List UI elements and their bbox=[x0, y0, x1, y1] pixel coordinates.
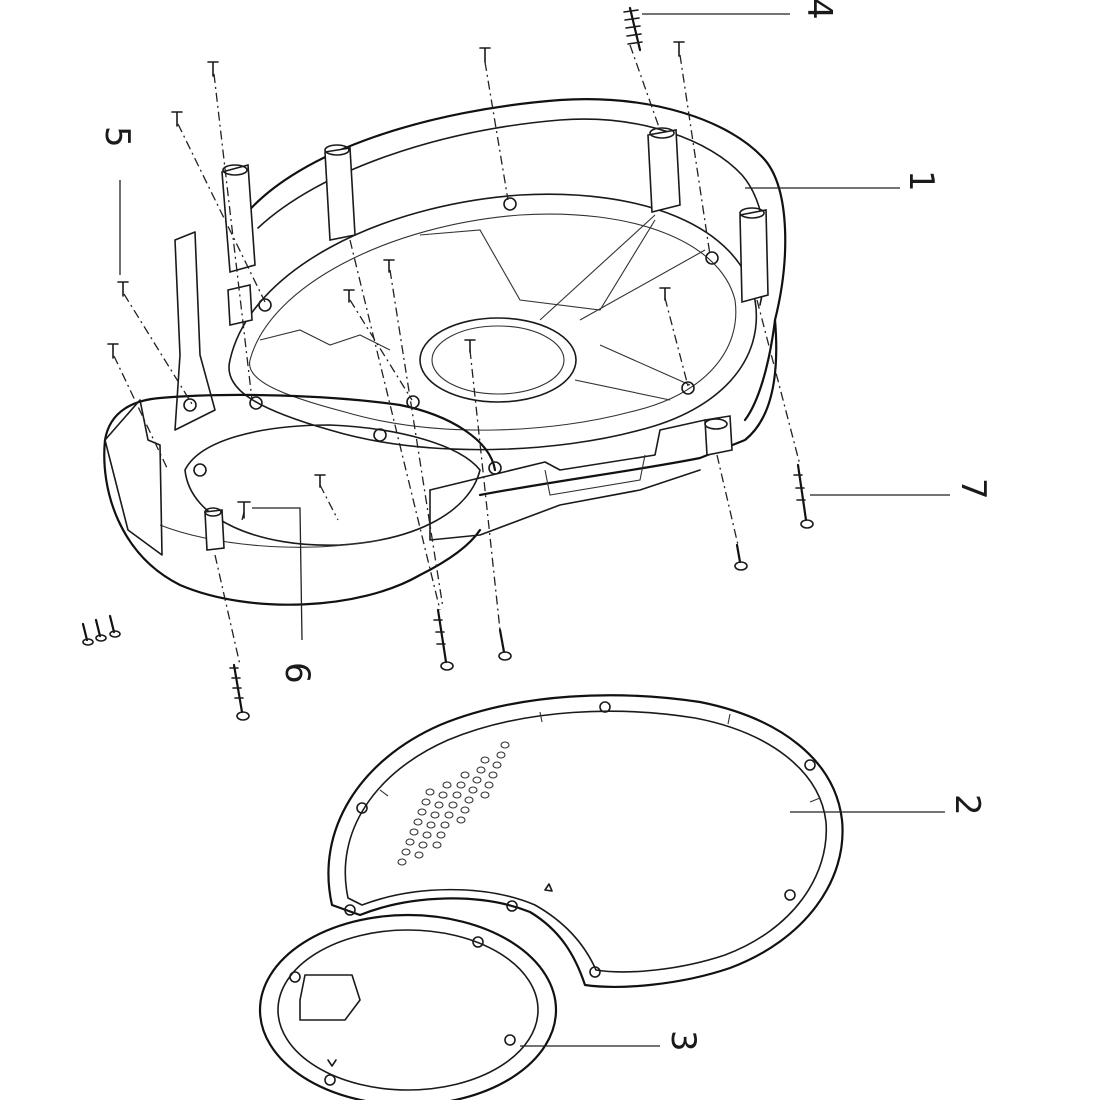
screw-mid-3 bbox=[464, 339, 501, 631]
grille-hole bbox=[397, 858, 407, 866]
screw-top-2 bbox=[673, 41, 711, 256]
grille-hole bbox=[436, 831, 446, 839]
grille-hole bbox=[432, 841, 442, 849]
grille-hole bbox=[496, 751, 506, 759]
grille-hole bbox=[472, 776, 482, 784]
grille-hole bbox=[460, 771, 470, 779]
callout-3: 3 bbox=[663, 1030, 703, 1052]
grille-hole bbox=[468, 786, 478, 794]
screw-bowl-2 bbox=[237, 501, 251, 521]
grille-hole bbox=[414, 851, 424, 859]
grille-hole bbox=[438, 791, 448, 799]
grille-hole bbox=[480, 756, 490, 764]
grille-hole bbox=[464, 796, 474, 804]
screw-top-4 bbox=[171, 111, 266, 303]
part-1-housing bbox=[103, 98, 787, 606]
grille-hole bbox=[405, 838, 415, 846]
callout-1: 1 bbox=[901, 170, 941, 192]
grille-hole bbox=[426, 821, 436, 829]
screw-long-right bbox=[793, 463, 814, 529]
grille-hole bbox=[500, 741, 510, 749]
grille-hole bbox=[418, 841, 428, 849]
spring-pin bbox=[623, 6, 643, 52]
grille-hole bbox=[417, 808, 427, 816]
grille-hole bbox=[444, 811, 454, 819]
grille-hole bbox=[480, 791, 490, 799]
grille-hole bbox=[492, 761, 502, 769]
screw-top-1 bbox=[479, 47, 509, 201]
leader-lines bbox=[119, 13, 950, 1047]
part-2-cover-plate bbox=[327, 694, 844, 988]
grille-hole bbox=[484, 781, 494, 789]
grille-holes bbox=[397, 741, 510, 866]
screw-mid-4 bbox=[659, 287, 689, 387]
screw-bowl-1 bbox=[314, 474, 339, 521]
screw-mid-1 bbox=[343, 289, 413, 401]
grille-hole bbox=[421, 798, 431, 806]
grille-hole bbox=[409, 828, 419, 836]
grille-hole bbox=[452, 791, 462, 799]
part-3-ring bbox=[258, 913, 558, 1100]
callout-4: 4 bbox=[799, 0, 839, 20]
grille-hole bbox=[401, 848, 411, 856]
screw-short-mid bbox=[498, 628, 512, 661]
screw-long-mid bbox=[433, 608, 454, 671]
grille-hole bbox=[442, 781, 452, 789]
callout-5: 5 bbox=[97, 126, 137, 148]
callout-2: 2 bbox=[947, 794, 987, 816]
grille-hole bbox=[413, 818, 423, 826]
grille-hole bbox=[434, 801, 444, 809]
grille-hole bbox=[456, 816, 466, 824]
callout-labels: 4 1 5 7 6 2 3 bbox=[97, 0, 993, 1052]
grille-hole bbox=[440, 821, 450, 829]
grille-hole bbox=[476, 766, 486, 774]
grille-hole bbox=[488, 771, 498, 779]
screws-and-centerlines bbox=[81, 6, 814, 721]
grille-hole bbox=[460, 806, 470, 814]
screw-top-3 bbox=[207, 61, 253, 401]
screw-mid-2 bbox=[383, 259, 444, 609]
screw-long-left bbox=[229, 663, 250, 721]
screw-left-1 bbox=[117, 281, 193, 405]
grille-hole bbox=[422, 831, 432, 839]
callout-7: 7 bbox=[953, 478, 993, 500]
grille-hole bbox=[430, 811, 440, 819]
spare-screws bbox=[81, 614, 121, 646]
callout-6: 6 bbox=[277, 662, 317, 684]
grille-hole bbox=[448, 801, 458, 809]
grille-hole bbox=[456, 781, 466, 789]
grille-hole bbox=[425, 788, 435, 796]
screw-left-2 bbox=[107, 343, 169, 471]
screw-short-right bbox=[734, 543, 748, 571]
